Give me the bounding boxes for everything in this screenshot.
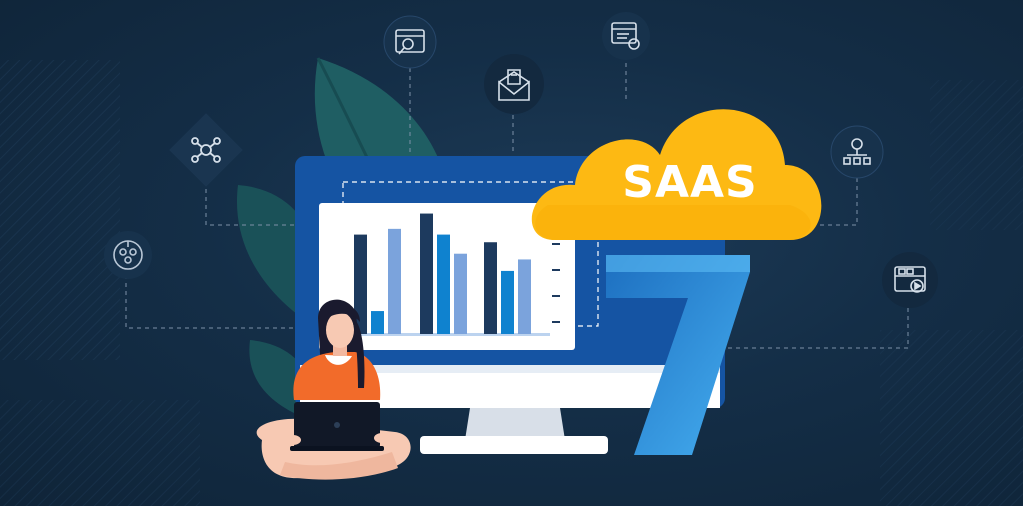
web-search-icon: [383, 15, 437, 69]
web-settings-icon: [602, 12, 650, 60]
chart-bar: [501, 270, 514, 334]
chart-bar: [518, 259, 531, 334]
background-pattern: [0, 60, 1023, 506]
chart-bar: [420, 213, 433, 334]
chart-bar: [354, 234, 367, 334]
bar-chart: [354, 213, 531, 334]
number-seven: 7: [606, 255, 750, 455]
financial-hierarchy-icon: [830, 125, 884, 179]
chart-ticks: [552, 243, 560, 323]
chart-bar: [388, 228, 401, 334]
chart-bar: [437, 234, 450, 334]
network-node-icon: [169, 113, 243, 187]
video-conference-icon: [882, 252, 938, 308]
woman-with-laptop: [256, 299, 411, 480]
chart-bar: [484, 242, 497, 334]
email-marketing-icon: [484, 54, 544, 114]
chart-bar: [454, 253, 467, 334]
chart-bar: [371, 311, 384, 334]
team-people-icon: [104, 231, 152, 279]
saas-cloud-label: SAAS: [622, 157, 758, 208]
saas-cloud: [531, 109, 822, 240]
